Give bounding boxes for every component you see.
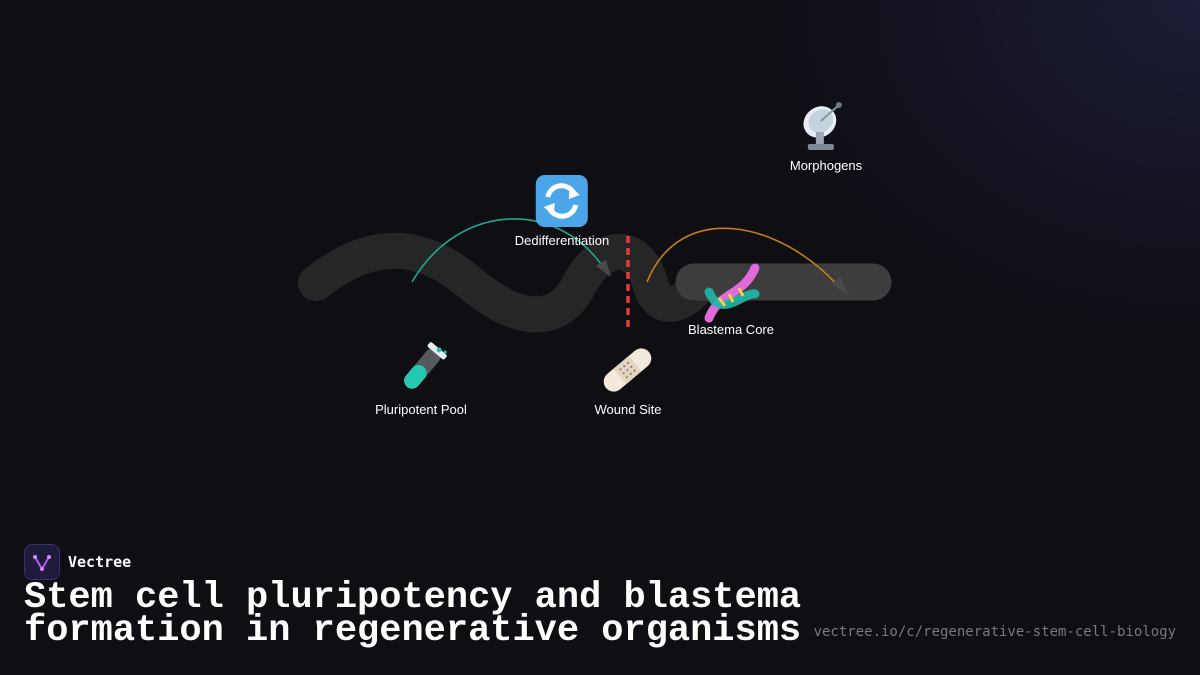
node-label: Blastema Core — [688, 322, 774, 337]
node-label: Morphogens — [789, 158, 863, 173]
node-label: Pluripotent Pool — [375, 402, 467, 417]
vectree-logo-icon — [24, 544, 60, 580]
page-title: Stem cell pluripotency and blastema form… — [24, 577, 802, 652]
node-label: Dedifferentiation — [514, 233, 610, 248]
dna-icon — [699, 262, 763, 323]
node-wound-site: Wound Site — [594, 342, 662, 417]
bandage-icon — [596, 342, 660, 398]
dedifferentiation-arrowhead — [596, 260, 611, 277]
node-dedifferentiation: Dedifferentiation — [515, 173, 609, 248]
satellite-dish-icon — [794, 98, 858, 154]
source-url[interactable]: vectree.io/c/regenerative-stem-cell-biol… — [813, 624, 1176, 640]
morphogen-arrowhead — [832, 277, 849, 295]
node-blastema-core: Blastema Core — [688, 262, 774, 337]
dedifferentiation-arrow — [411, 218, 606, 283]
wavy-track — [298, 232, 718, 333]
morphogen-arrow — [646, 227, 841, 289]
test-tube-icon — [389, 342, 453, 398]
cycle-arrows-icon — [530, 173, 594, 229]
node-pluripotent-pool: Pluripotent Pool — [375, 342, 467, 417]
node-morphogens: Morphogens — [790, 98, 862, 173]
node-label: Wound Site — [594, 402, 662, 417]
brand-name: Vectree — [68, 553, 132, 571]
brand: Vectree — [24, 544, 131, 580]
